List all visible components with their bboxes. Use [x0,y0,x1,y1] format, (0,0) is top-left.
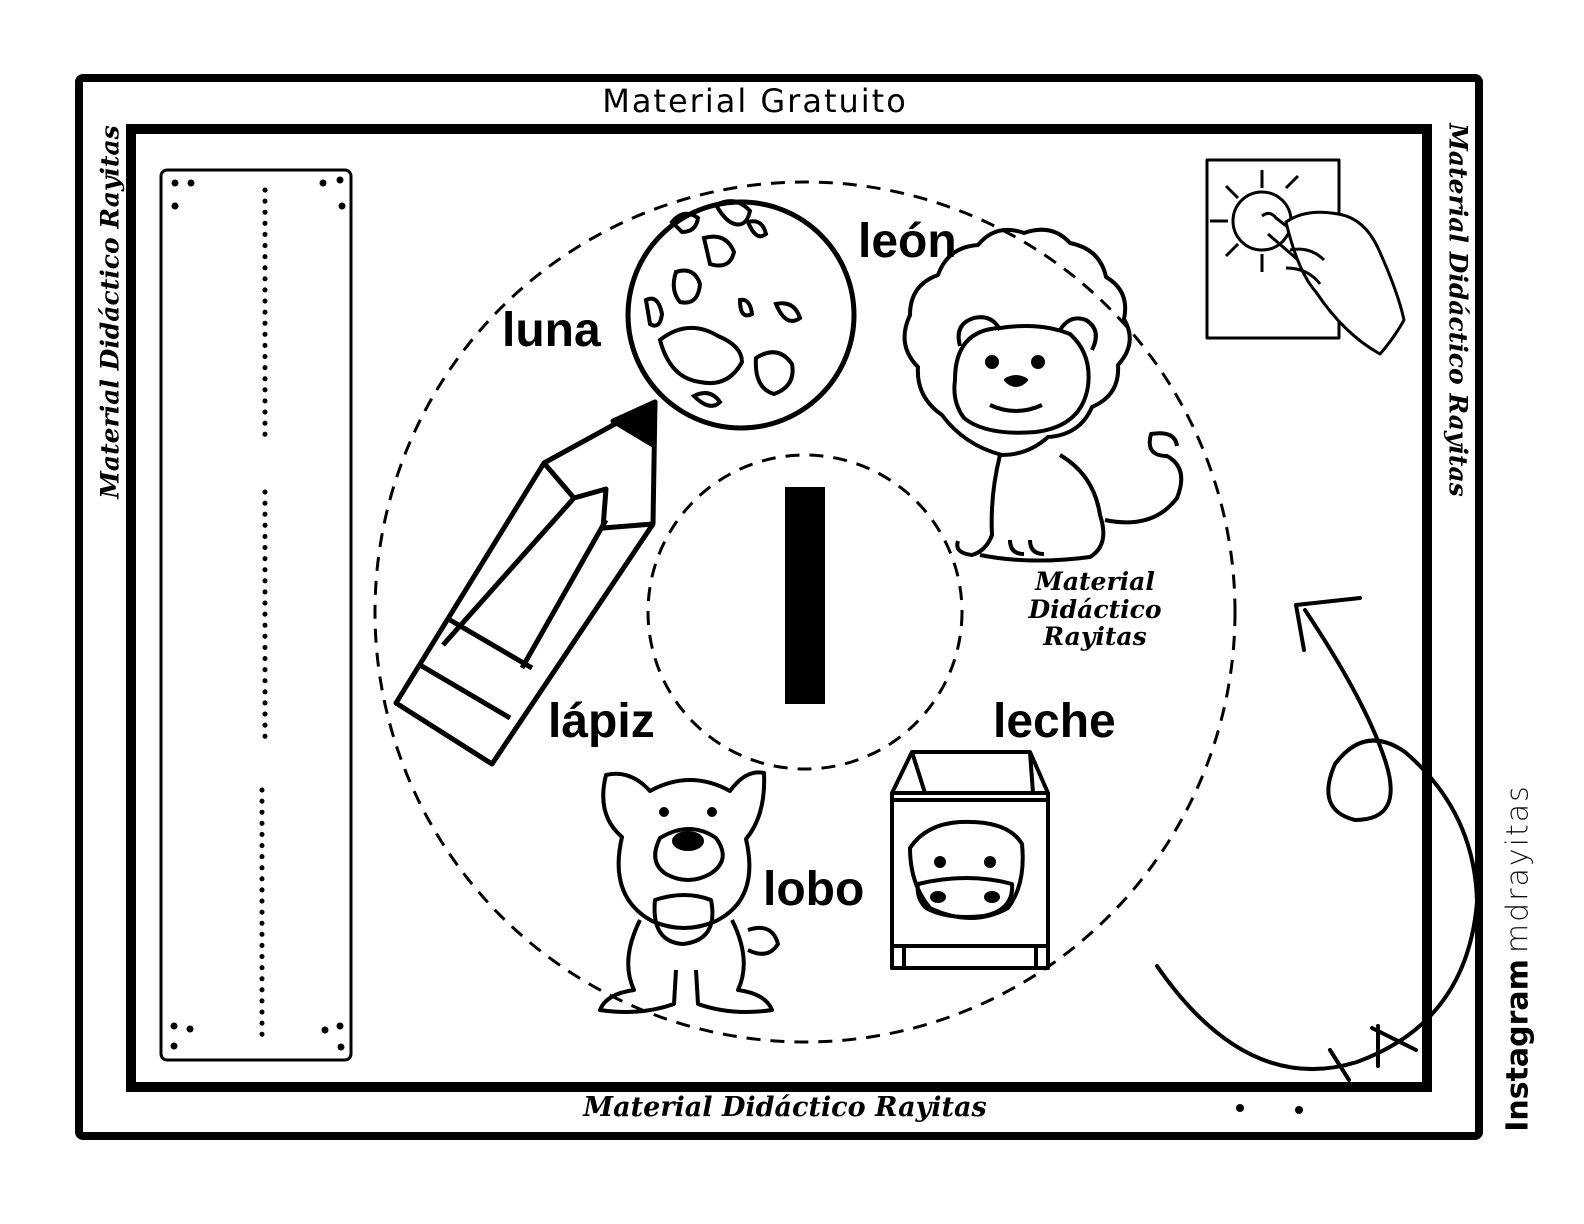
lion-icon [902,227,1184,563]
outer-frame [75,74,1483,1140]
milk-carton-icon [890,750,1050,970]
inner-frame [126,124,1432,1092]
word-luna: luna [502,304,601,357]
watermark-line: Material [1035,567,1155,596]
tracing-arrow-icon [1155,596,1480,1082]
decor-dot [1236,1104,1244,1112]
word-leche: leche [993,695,1116,748]
pencil-icon [393,399,658,767]
watermark-line: Didáctico [1028,594,1162,624]
decor-dot [1295,1106,1303,1114]
letter-glyph [785,487,825,704]
inner-cut-circle [646,453,964,771]
moon-icon [625,199,857,431]
footer-brand: Material Didáctico Rayitas [583,1092,987,1123]
page-title: Material Gratuito [602,82,908,120]
watermark-line: Rayitas [1043,622,1147,651]
word-leon: león [858,215,957,268]
tracing-strip [159,168,353,1062]
center-watermark: Material Didáctico Rayitas [1010,568,1180,651]
finger-trace-icon [1205,158,1406,356]
wolf-icon [598,770,780,1014]
word-lobo: lobo [763,863,865,916]
outer-cut-circle [373,180,1237,1044]
word-lapiz: lápiz [548,695,655,748]
